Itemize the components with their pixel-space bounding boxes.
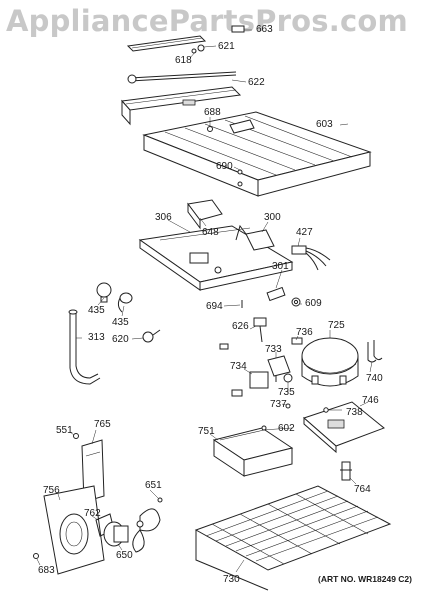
art-number-caption: (ART NO. WR18249 C2) (318, 574, 412, 584)
part-733-relay (267, 355, 291, 382)
part-735-grommet (283, 373, 293, 383)
part-301-socket (266, 286, 286, 302)
part-603-shelf (142, 111, 372, 197)
part-746-mounting-plate (303, 401, 385, 454)
part-620-lamp-socket (142, 329, 161, 343)
part-313-drain-tube (68, 309, 101, 385)
callout-746: 746 (362, 395, 379, 406)
callout-602: 602 (278, 423, 295, 434)
callout-551: 551 (56, 425, 73, 436)
callout-734: 734 (230, 361, 247, 372)
callout-618: 618 (175, 55, 192, 66)
part-435-bulb (96, 282, 112, 303)
part-738-screw (323, 407, 329, 413)
callout-764: 764 (354, 484, 371, 495)
watermark-logo: AppliancePartsPros.com (6, 4, 408, 38)
callout-435-bulb: 435 (88, 305, 105, 316)
part-663-clip (231, 25, 245, 33)
part-650-fan-motor (103, 521, 129, 547)
part-765-shield (81, 439, 105, 503)
callout-762: 762 (84, 508, 101, 519)
part-626-clip (219, 343, 229, 350)
part-626-wire-connector (253, 317, 267, 343)
part-618-bracket (126, 35, 207, 52)
callout-313: 313 (88, 332, 105, 343)
callout-300: 300 (264, 212, 281, 223)
callout-648: 648 (202, 227, 219, 238)
part-751-drain-pan (212, 427, 294, 477)
part-651-fan-blade (132, 508, 161, 553)
callout-651: 651 (145, 480, 162, 491)
part-764-rod (340, 461, 352, 481)
part-725-compressor (301, 337, 359, 387)
callout-626: 626 (232, 321, 249, 332)
callout-621: 621 (218, 41, 235, 52)
callout-737: 737 (270, 399, 287, 410)
callout-427: 427 (296, 227, 313, 238)
callout-756: 756 (43, 485, 60, 496)
part-621-fastener (191, 44, 205, 54)
part-648-thermostat (187, 199, 223, 230)
part-740-grommet (367, 340, 383, 363)
callout-730: 730 (223, 574, 240, 585)
part-690-screw (237, 169, 243, 175)
part-551-screw (73, 433, 79, 439)
callout-740: 740 (366, 373, 383, 384)
part-688-screw (207, 126, 213, 132)
callout-609: 609 (305, 298, 322, 309)
leader-lines (36, 29, 373, 573)
callout-435-socket: 435 (112, 317, 129, 328)
part-736-cover (291, 337, 303, 345)
part-602-screw (261, 425, 267, 431)
callout-301: 301 (272, 261, 289, 272)
part-683-screw (33, 553, 39, 559)
callout-738: 738 (346, 407, 363, 418)
callout-688: 688 (204, 107, 221, 118)
part-734-overload (231, 371, 269, 397)
part-737-screw (285, 403, 291, 409)
part-730-condenser (194, 485, 392, 591)
callout-650: 650 (116, 550, 133, 561)
callout-751: 751 (198, 426, 215, 437)
callout-622: 622 (248, 77, 265, 88)
callout-620: 620 (112, 334, 129, 345)
callout-690: 690 (216, 161, 233, 172)
callout-694: 694 (206, 301, 223, 312)
callout-603: 603 (316, 119, 333, 130)
part-651-fastener (157, 497, 163, 503)
callout-735: 735 (278, 387, 295, 398)
callout-725: 725 (328, 320, 345, 331)
callout-663: 663 (256, 24, 273, 35)
callout-765: 765 (94, 419, 111, 430)
callout-306: 306 (155, 212, 172, 223)
callout-736: 736 (296, 327, 313, 338)
callout-683: 683 (38, 565, 55, 576)
part-622-channel (120, 86, 242, 126)
part-435-socket (117, 292, 133, 313)
part-756-fan-shroud (43, 485, 105, 575)
part-300-switch (235, 224, 275, 251)
part-427-harness (291, 245, 331, 271)
part-622-rod (127, 71, 237, 84)
part-609-nut (291, 297, 301, 307)
callout-733: 733 (265, 344, 282, 355)
